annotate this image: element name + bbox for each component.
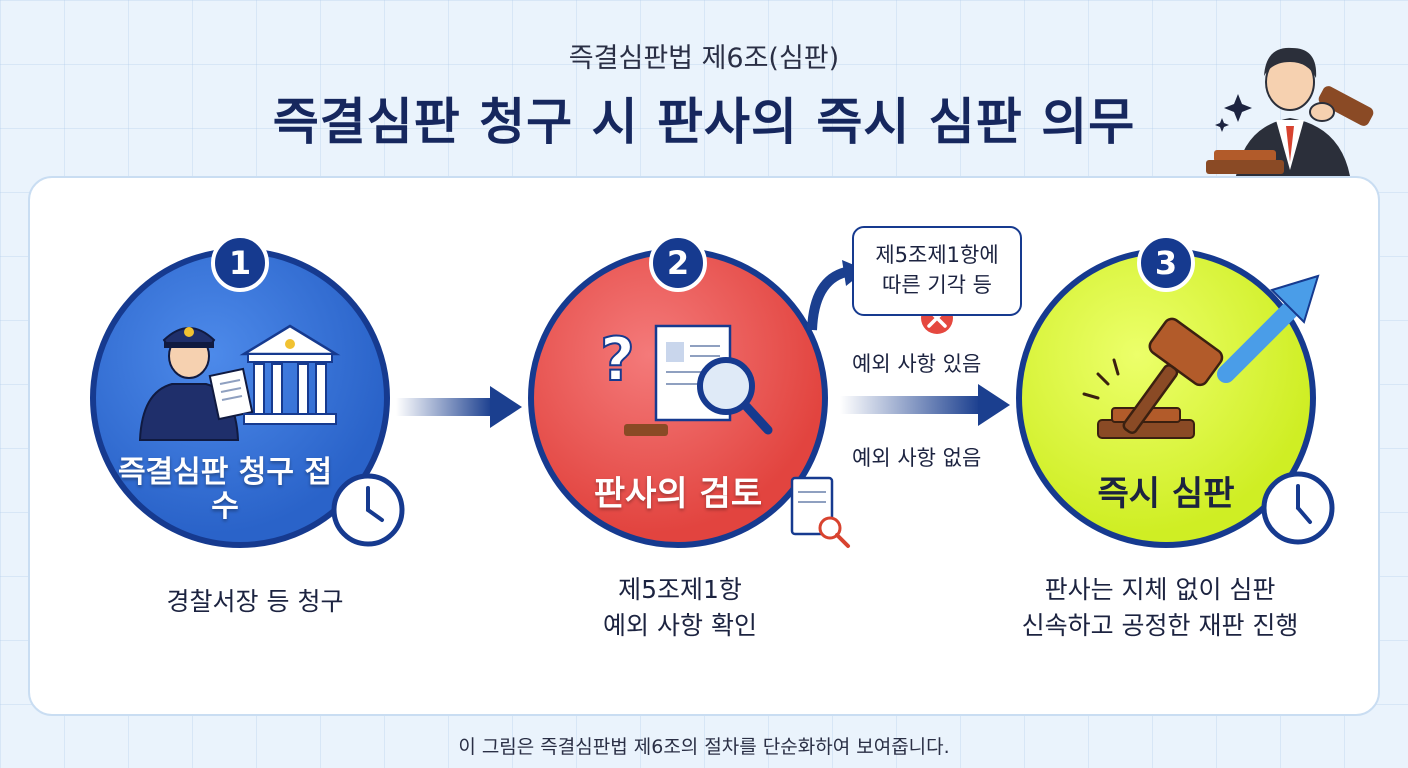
step-2-description-line1: 제5조제1항 — [618, 575, 742, 604]
step-2-label: 판사의 검토 — [593, 474, 763, 514]
step-3-description-line1: 판사는 지체 없이 심판 — [1044, 575, 1276, 604]
step-2-badge: 2 — [649, 234, 707, 292]
exception-note-line1: 제5조제1항에 — [875, 243, 999, 267]
step-3-description: 판사는 지체 없이 심판 신속하고 공정한 재판 진행 — [960, 572, 1360, 644]
exception-yes-label: 예외 사항 있음 — [852, 352, 982, 376]
step-3-description-line2: 신속하고 공정한 재판 진행 — [1021, 611, 1299, 640]
exception-no-label: 예외 사항 없음 — [852, 446, 982, 470]
page-subtitle: 즉결심판법 제6조(심판) — [568, 43, 840, 74]
step-2-description-line2: 예외 사항 확인 — [603, 611, 757, 640]
step-1-label: 즉결심판 청구 접수 — [117, 455, 333, 524]
exception-note-box: 제5조제1항에 따른 기각 등 — [852, 226, 1022, 316]
step-3-badge: 3 — [1137, 234, 1195, 292]
step-2-description: 제5조제1항 예외 사항 확인 — [530, 572, 830, 644]
step-3-label: 즉시 심판 — [1097, 474, 1235, 514]
step-1-badge: 1 — [211, 234, 269, 292]
exception-note-line2: 따른 기각 등 — [882, 273, 992, 297]
step-1-description: 경찰서장 등 청구 — [166, 587, 344, 616]
footnote: 이 그림은 즉결심판법 제6조의 절차를 단순화하여 보여줍니다. — [458, 736, 950, 758]
page-title: 즉결심판 청구 시 판사의 즉시 심판 의무 — [272, 93, 1136, 151]
